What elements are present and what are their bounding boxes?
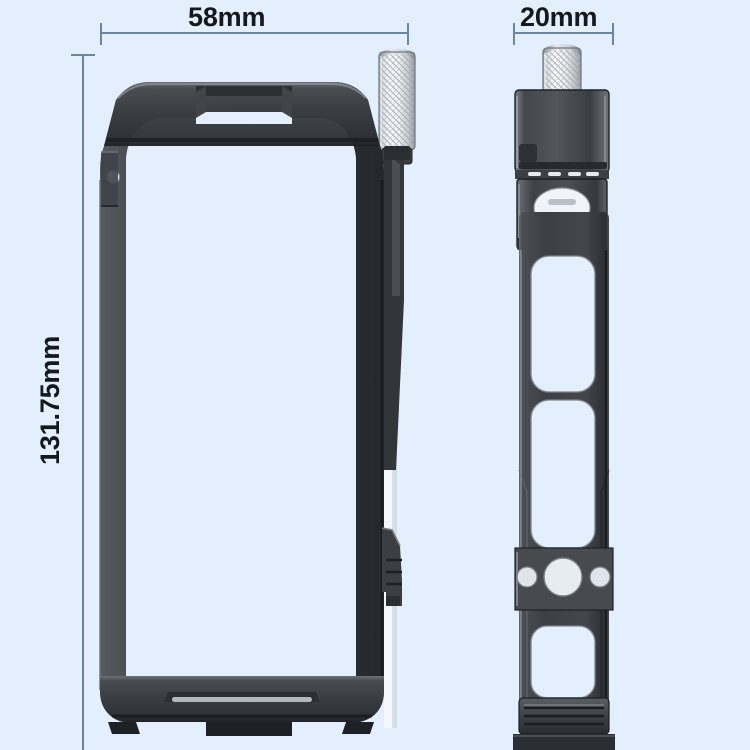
right-side-rail bbox=[384, 146, 410, 470]
dimension-label-height: 131.75mm bbox=[35, 336, 65, 465]
cage-frame-outline bbox=[90, 70, 400, 735]
dimension-depth-20mm bbox=[512, 23, 615, 45]
side-bottom-foot bbox=[513, 734, 615, 750]
dimension-height-131-75mm bbox=[71, 53, 95, 750]
left-edge-seam bbox=[101, 151, 118, 207]
screw-head-block bbox=[514, 89, 610, 173]
dimension-width-58mm bbox=[99, 23, 410, 45]
bottom-grip-ribs bbox=[518, 697, 610, 735]
right-side-tab bbox=[381, 527, 402, 606]
top-notch-cutout bbox=[196, 86, 292, 124]
dimension-label-width: 58mm bbox=[188, 2, 266, 32]
tripod-mount-plate bbox=[514, 547, 614, 611]
dimension-label-depth: 20mm bbox=[520, 2, 598, 32]
bottom-rail bbox=[100, 676, 384, 736]
front-view bbox=[90, 48, 416, 736]
side-body bbox=[515, 210, 613, 738]
mount-seam bbox=[515, 170, 609, 179]
dimension-lines bbox=[71, 23, 615, 750]
side-view bbox=[513, 44, 615, 750]
